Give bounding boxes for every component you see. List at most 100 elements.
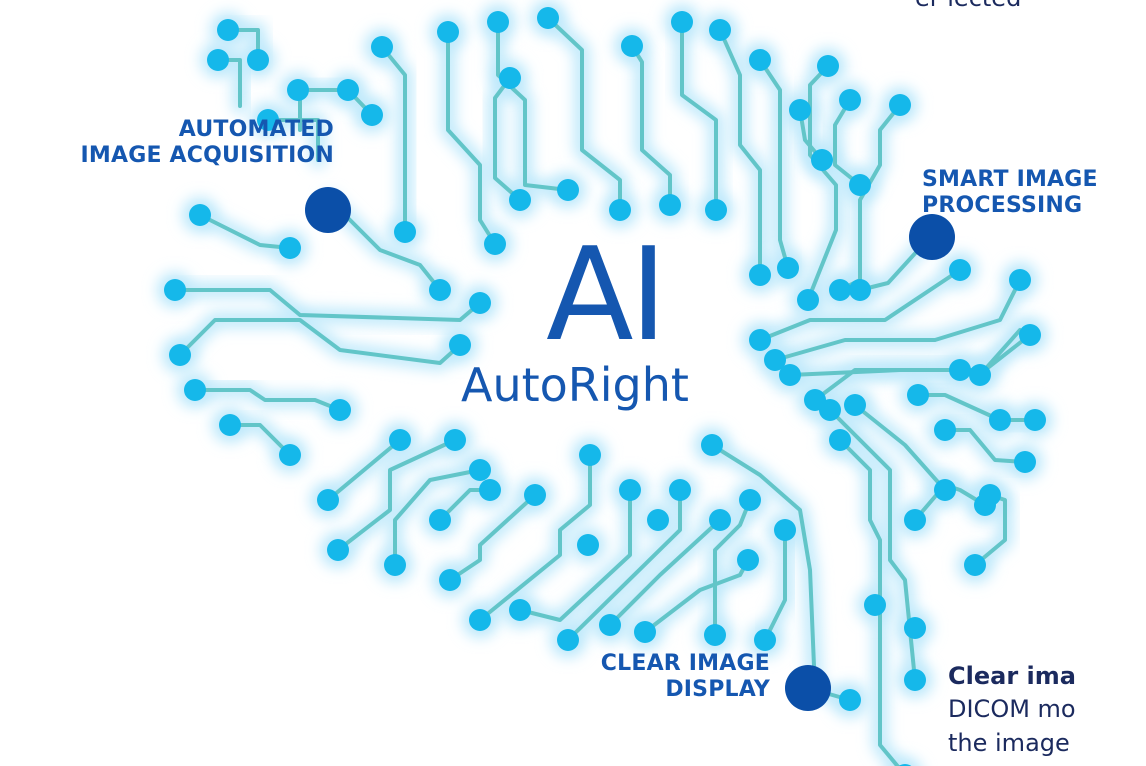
circuit-node — [789, 99, 811, 121]
circuit-node — [619, 479, 641, 501]
circuit-trace — [608, 518, 722, 627]
feature-hub-nodes — [305, 187, 955, 711]
circuit-node — [764, 349, 786, 371]
circuit-node — [621, 35, 643, 57]
circuit-trace — [178, 318, 462, 365]
circuit-node — [1024, 409, 1046, 431]
circuit-trace — [773, 278, 1022, 362]
circuit-trace — [393, 468, 482, 567]
circuit-node — [774, 519, 796, 541]
trace-glow — [374, 39, 413, 240]
circuit-node — [797, 289, 819, 311]
circuit-trace — [193, 388, 342, 412]
circuit-node — [279, 237, 301, 259]
circuit-node — [634, 621, 656, 643]
circuit-node — [647, 509, 669, 531]
circuit-trace — [518, 488, 632, 622]
circuit-node — [429, 509, 451, 531]
feature-label-processing-line2: PROCESSING — [922, 193, 1083, 218]
circuit-node — [317, 489, 339, 511]
circuit-node — [849, 279, 871, 301]
trace-glow — [624, 38, 678, 213]
circuit-node — [964, 554, 986, 576]
feature-hub-node — [909, 214, 955, 260]
circuit-trace — [758, 268, 962, 342]
circuit-node — [889, 94, 911, 116]
circuit-node — [609, 199, 631, 221]
circuit-node — [557, 629, 579, 651]
circuit-node — [524, 484, 546, 506]
circuit-node — [469, 609, 491, 631]
circuit-node — [389, 429, 411, 451]
circuit-node — [579, 444, 601, 466]
circuit-trace — [713, 498, 752, 637]
circuit-node — [444, 429, 466, 451]
feature-label-acquisition-line1: AUTOMATED — [178, 117, 334, 142]
circuit-node — [709, 509, 731, 531]
circuit-node — [164, 279, 186, 301]
circuit-node — [327, 539, 349, 561]
circuit-trace — [496, 20, 570, 192]
clipped-side-text: Clear ima DICOM mo the image — [948, 660, 1146, 760]
circuit-trace — [446, 30, 497, 246]
circuit-nodes — [164, 7, 1046, 766]
circuit-node — [1014, 451, 1036, 473]
circuit-node — [439, 569, 461, 591]
circuit-node — [737, 549, 759, 571]
circuit-trace — [630, 44, 672, 207]
circuit-trace — [853, 403, 947, 492]
clipped-heading: Clear ima — [948, 662, 1076, 690]
circuit-trace — [943, 428, 1027, 464]
circuit-trace — [680, 20, 718, 212]
circuit-node — [169, 344, 191, 366]
circuit-node — [817, 55, 839, 77]
circuit-trace — [478, 453, 592, 622]
circuit-node — [844, 394, 866, 416]
circuit-node — [704, 624, 726, 646]
circuit-trace — [758, 58, 790, 270]
circuit-node — [969, 364, 991, 386]
circuit-node — [989, 409, 1011, 431]
circuit-node — [739, 489, 761, 511]
circuit-node — [979, 484, 1001, 506]
circuit-trace — [266, 118, 320, 162]
feature-label-display-line2: DISPLAY — [665, 677, 770, 702]
circuit-node — [839, 689, 861, 711]
circuit-node — [469, 292, 491, 314]
circuit-node — [437, 21, 459, 43]
circuit-node — [577, 534, 599, 556]
circuit-node — [864, 594, 886, 616]
circuit-node — [811, 149, 833, 171]
feature-hub-node — [785, 665, 831, 711]
circuit-trace — [828, 408, 917, 682]
circuit-node — [337, 79, 359, 101]
circuit-node — [329, 399, 351, 421]
circuit-node — [1009, 269, 1031, 291]
circuit-node — [904, 617, 926, 639]
circuit-trace — [838, 438, 901, 766]
autoright-wordmark: AutoRight — [461, 358, 689, 412]
ai-logo-mark: AI — [546, 221, 667, 370]
circuit-trace — [916, 393, 1037, 422]
circuit-trace — [448, 493, 537, 582]
circuit-trace — [380, 45, 407, 234]
circuit-node — [701, 434, 723, 456]
circuit-trace — [546, 16, 622, 212]
circuit-node — [479, 479, 501, 501]
circuit-node — [669, 479, 691, 501]
circuit-trace — [173, 288, 482, 322]
circuit-node — [429, 279, 451, 301]
circuit-node — [705, 199, 727, 221]
feature-label-acquisition: AUTOMATED IMAGE ACQUISITION — [0, 117, 334, 169]
circuit-trace — [813, 368, 962, 402]
circuit-node — [557, 179, 579, 201]
feature-label-acquisition-line2: IMAGE ACQUISITION — [80, 143, 334, 168]
circuit-node — [449, 334, 471, 356]
circuit-node — [779, 364, 801, 386]
feature-label-processing: SMART IMAGE PROCESSING — [922, 167, 1098, 219]
circuit-node — [384, 554, 406, 576]
feature-label-display: CLEAR IMAGE DISPLAY — [560, 651, 770, 703]
circuit-node — [487, 11, 509, 33]
circuit-node — [217, 19, 239, 41]
circuit-node — [709, 19, 731, 41]
